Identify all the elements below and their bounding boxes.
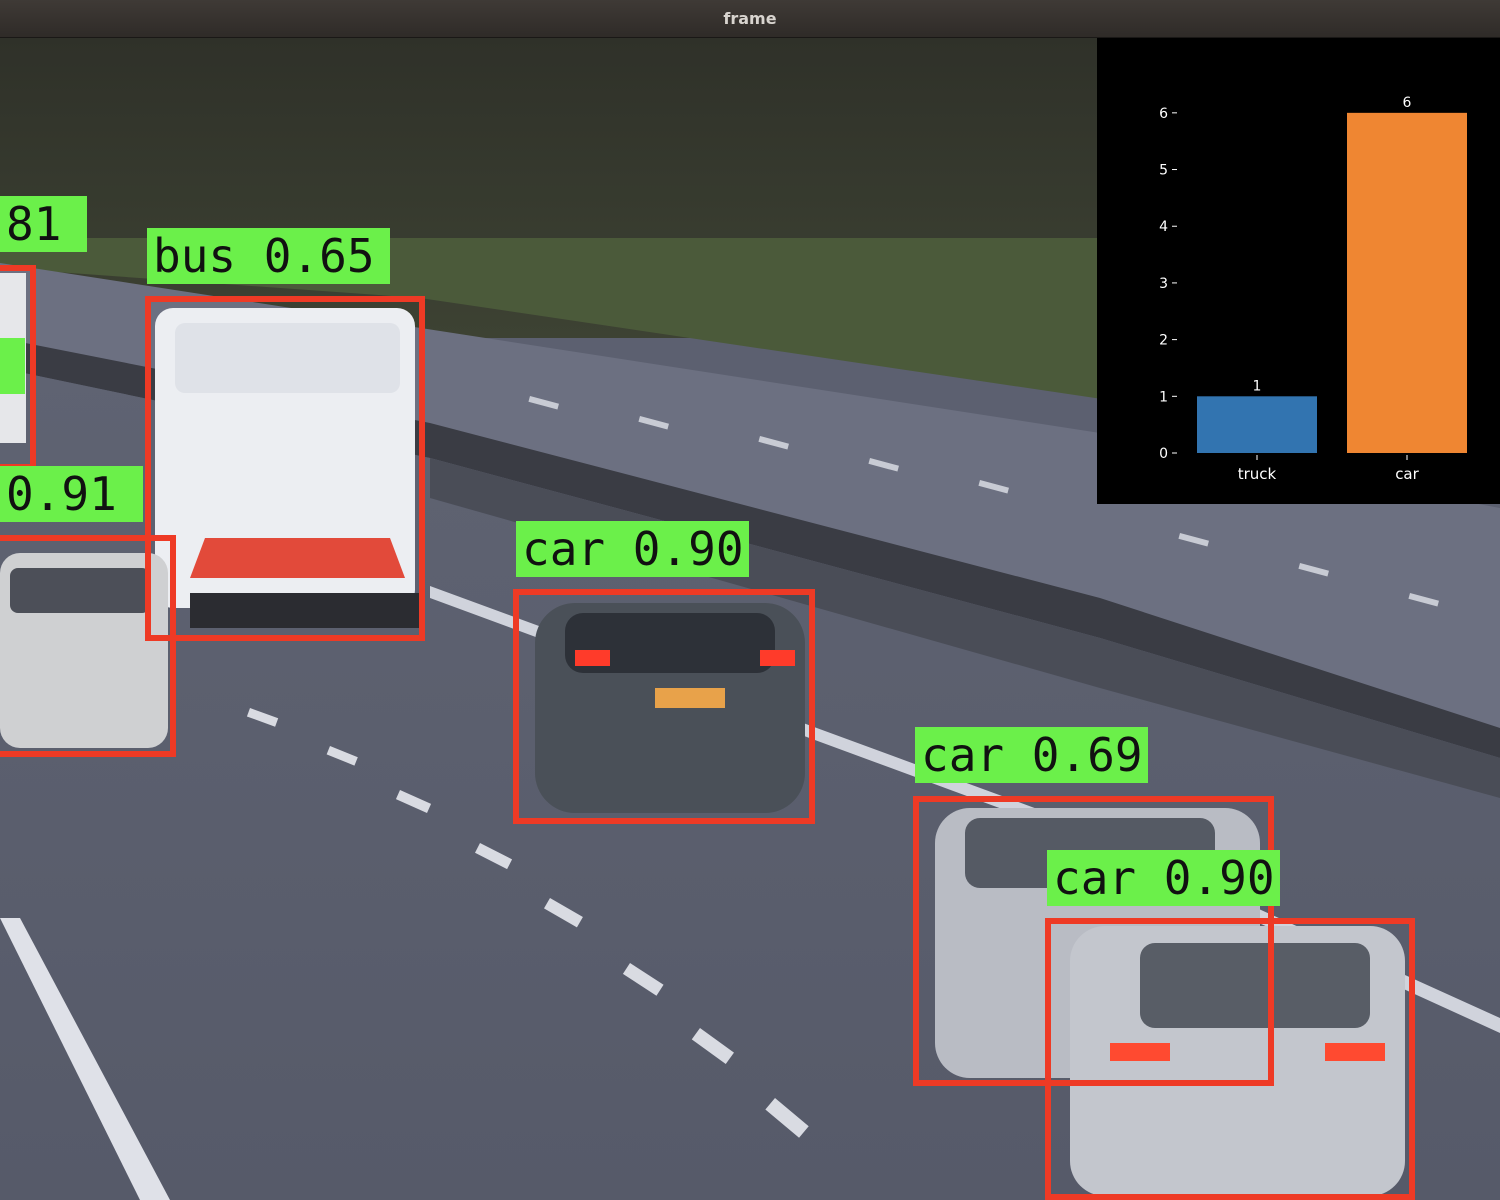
detection-label-3: 0.91 [0, 466, 143, 522]
detection-box-5 [913, 796, 1274, 1086]
x-tick-label-car: car [1395, 465, 1419, 483]
detection-label-1: 81 [0, 196, 87, 252]
data-label-car: 6 [1403, 95, 1412, 111]
vehicle-count-chart: 0 1 2 3 4 5 6 1 truck 6 car [1097, 38, 1500, 504]
window-title: frame [723, 9, 777, 28]
y-tick-label: 3 [1159, 276, 1168, 292]
y-tick-label: 2 [1159, 333, 1168, 349]
detection-box-2 [145, 296, 425, 641]
video-frame: 81 bus 0.65 0.91 car 0.90 car 0.69 car 0… [0, 38, 1500, 1200]
detection-box-3 [0, 535, 176, 757]
detection-label-2: bus 0.65 [147, 228, 390, 284]
x-tick-label-truck: truck [1238, 465, 1277, 483]
detection-label-4: car 0.90 [516, 521, 749, 577]
y-tick-label: 5 [1159, 163, 1168, 179]
y-tick-label: 6 [1159, 106, 1168, 122]
detection-label-partial [0, 338, 25, 394]
detection-box-4 [513, 589, 815, 824]
y-tick-label: 4 [1159, 219, 1168, 235]
bar-car [1347, 112, 1467, 453]
detection-label-6: car 0.90 [1047, 850, 1280, 906]
y-tick-label: 1 [1159, 389, 1168, 405]
detection-label-5: car 0.69 [915, 727, 1148, 783]
y-tick-label: 0 [1159, 446, 1168, 462]
data-label-truck: 1 [1253, 378, 1262, 394]
detection-box-6 [1045, 918, 1415, 1200]
bar-truck [1197, 396, 1317, 453]
chart-svg: 0 1 2 3 4 5 6 1 truck 6 car [1159, 95, 1467, 483]
window-titlebar[interactable]: frame [0, 0, 1500, 38]
